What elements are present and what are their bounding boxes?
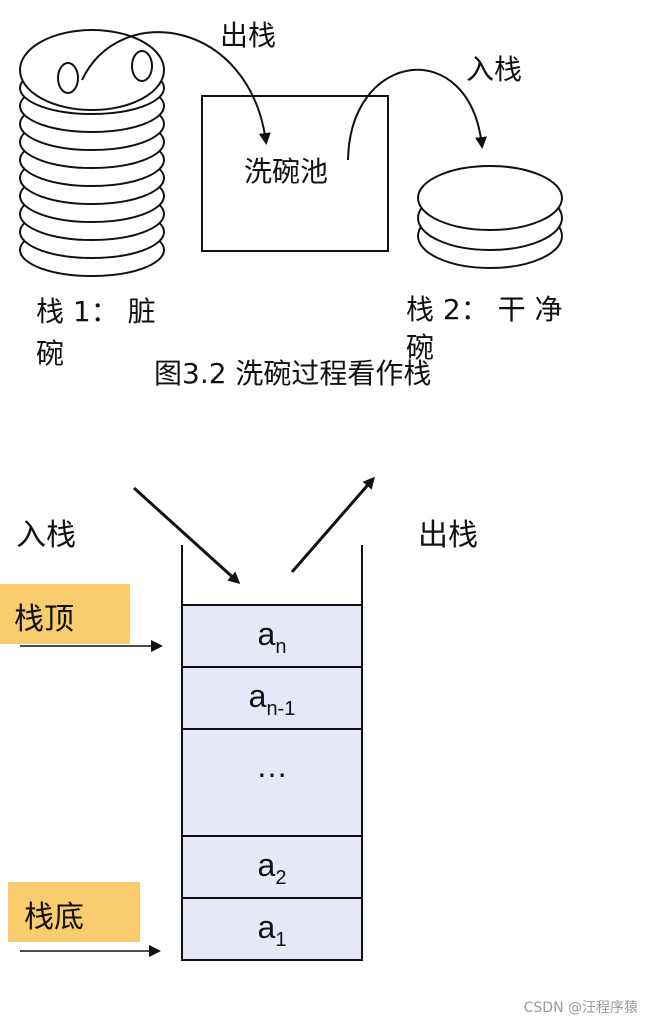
cell-a2: a2 xyxy=(257,847,287,889)
cell-an-box xyxy=(181,604,363,668)
cell-an: an xyxy=(257,616,287,658)
sink-box xyxy=(201,95,389,252)
clean-dish-stack xyxy=(417,165,563,269)
stack1-label: 栈 1： 脏 xyxy=(36,295,156,328)
cell-ellipsis-box xyxy=(181,728,363,837)
push-label: 入栈 xyxy=(16,518,76,553)
figure-caption: 图3.2 洗碗过程看作栈 xyxy=(154,357,432,390)
cell-ellipsis: … xyxy=(256,748,288,784)
stack-cells xyxy=(181,604,363,961)
pop-label: 出栈 xyxy=(418,518,478,553)
dirty-dish-stack xyxy=(19,29,165,277)
stack-bottom-tag: 栈底 xyxy=(8,882,140,942)
stack-top-tag-text: 栈顶 xyxy=(14,602,74,637)
push-curve-arrow xyxy=(347,68,487,161)
cell-a1: a1 xyxy=(257,909,287,951)
pop-arrow xyxy=(290,476,375,573)
push-arrow xyxy=(132,486,241,585)
stack2-label-cont: 碗 xyxy=(406,331,435,364)
stack2-label: 栈 2： 干 净 xyxy=(406,293,563,326)
pop-curve-arrow xyxy=(81,31,271,145)
pop-label-top: 出栈 xyxy=(220,19,277,52)
cell-a1-box xyxy=(181,897,363,961)
stack1-label-cont: 碗 xyxy=(36,337,65,370)
sink-label: 洗碗池 xyxy=(244,155,329,188)
cell-an-1: an-1 xyxy=(248,678,296,720)
push-label-top: 入栈 xyxy=(466,53,523,86)
stack-top-tag: 栈顶 xyxy=(0,584,130,644)
stack-bottom-tag-text: 栈底 xyxy=(24,900,84,935)
cell-a2-box xyxy=(181,835,363,899)
watermark: CSDN @汪程序猿 xyxy=(523,1000,638,1016)
